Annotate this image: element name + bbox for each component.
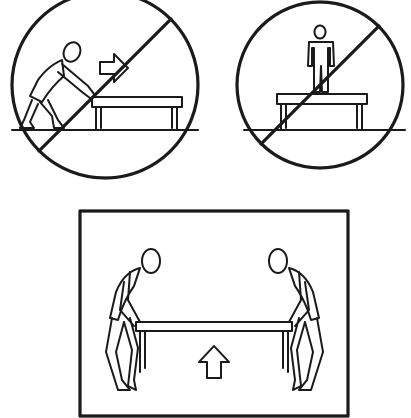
prohibition-sign-icon xyxy=(12,0,198,178)
two-person-lift-panel xyxy=(80,211,348,416)
two-people-lifting-table-icon xyxy=(106,249,323,390)
no-pushing-table-panel xyxy=(12,0,198,178)
prohibition-sign-icon xyxy=(237,2,403,168)
no-standing-on-table-panel xyxy=(237,2,405,168)
person-standing-on-table-icon xyxy=(244,26,405,131)
